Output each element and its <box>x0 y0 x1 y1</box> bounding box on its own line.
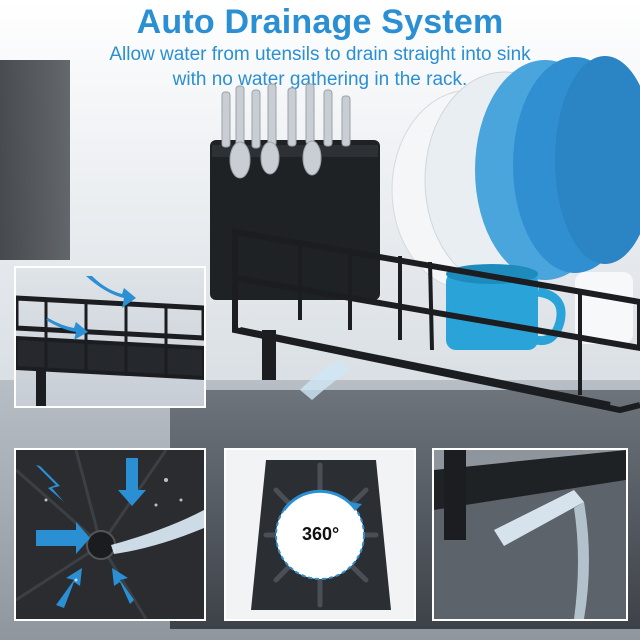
page-title: Auto Drainage System <box>136 3 504 41</box>
water-stream <box>300 360 350 400</box>
subtitle-line-1: Allow water from utensils to drain strai… <box>109 44 531 65</box>
drain-arrow-icon <box>86 276 136 308</box>
header: Auto Drainage System Allow water from ut… <box>0 0 640 92</box>
rack-wires <box>298 240 582 395</box>
utensil-holder <box>210 83 380 300</box>
rack-frame <box>232 228 640 414</box>
drain-arrow-icon <box>46 318 88 340</box>
kitchen-wall <box>0 60 70 260</box>
water-stream <box>494 490 584 546</box>
drain-spout-graphic <box>16 450 204 619</box>
rotation-label: 360° <box>302 524 340 544</box>
panel-drain-spout <box>14 448 206 621</box>
rack-closeup-graphic <box>16 276 204 406</box>
rotation-graphic <box>251 460 391 610</box>
rotation-circle-icon <box>275 490 365 580</box>
blue-arrow-icon <box>36 458 146 608</box>
rack-leg <box>262 330 276 380</box>
panel-rack-closeup <box>14 266 206 408</box>
water-jet <box>111 510 204 554</box>
panel-sink-drain <box>432 448 628 621</box>
white-mug <box>575 272 633 344</box>
plates <box>391 56 640 291</box>
panel-360-rotation: 360° <box>224 448 416 621</box>
sink-drain-graphic <box>434 450 626 619</box>
subtitle-line-2: with no water gathering in the rack. <box>172 69 468 90</box>
